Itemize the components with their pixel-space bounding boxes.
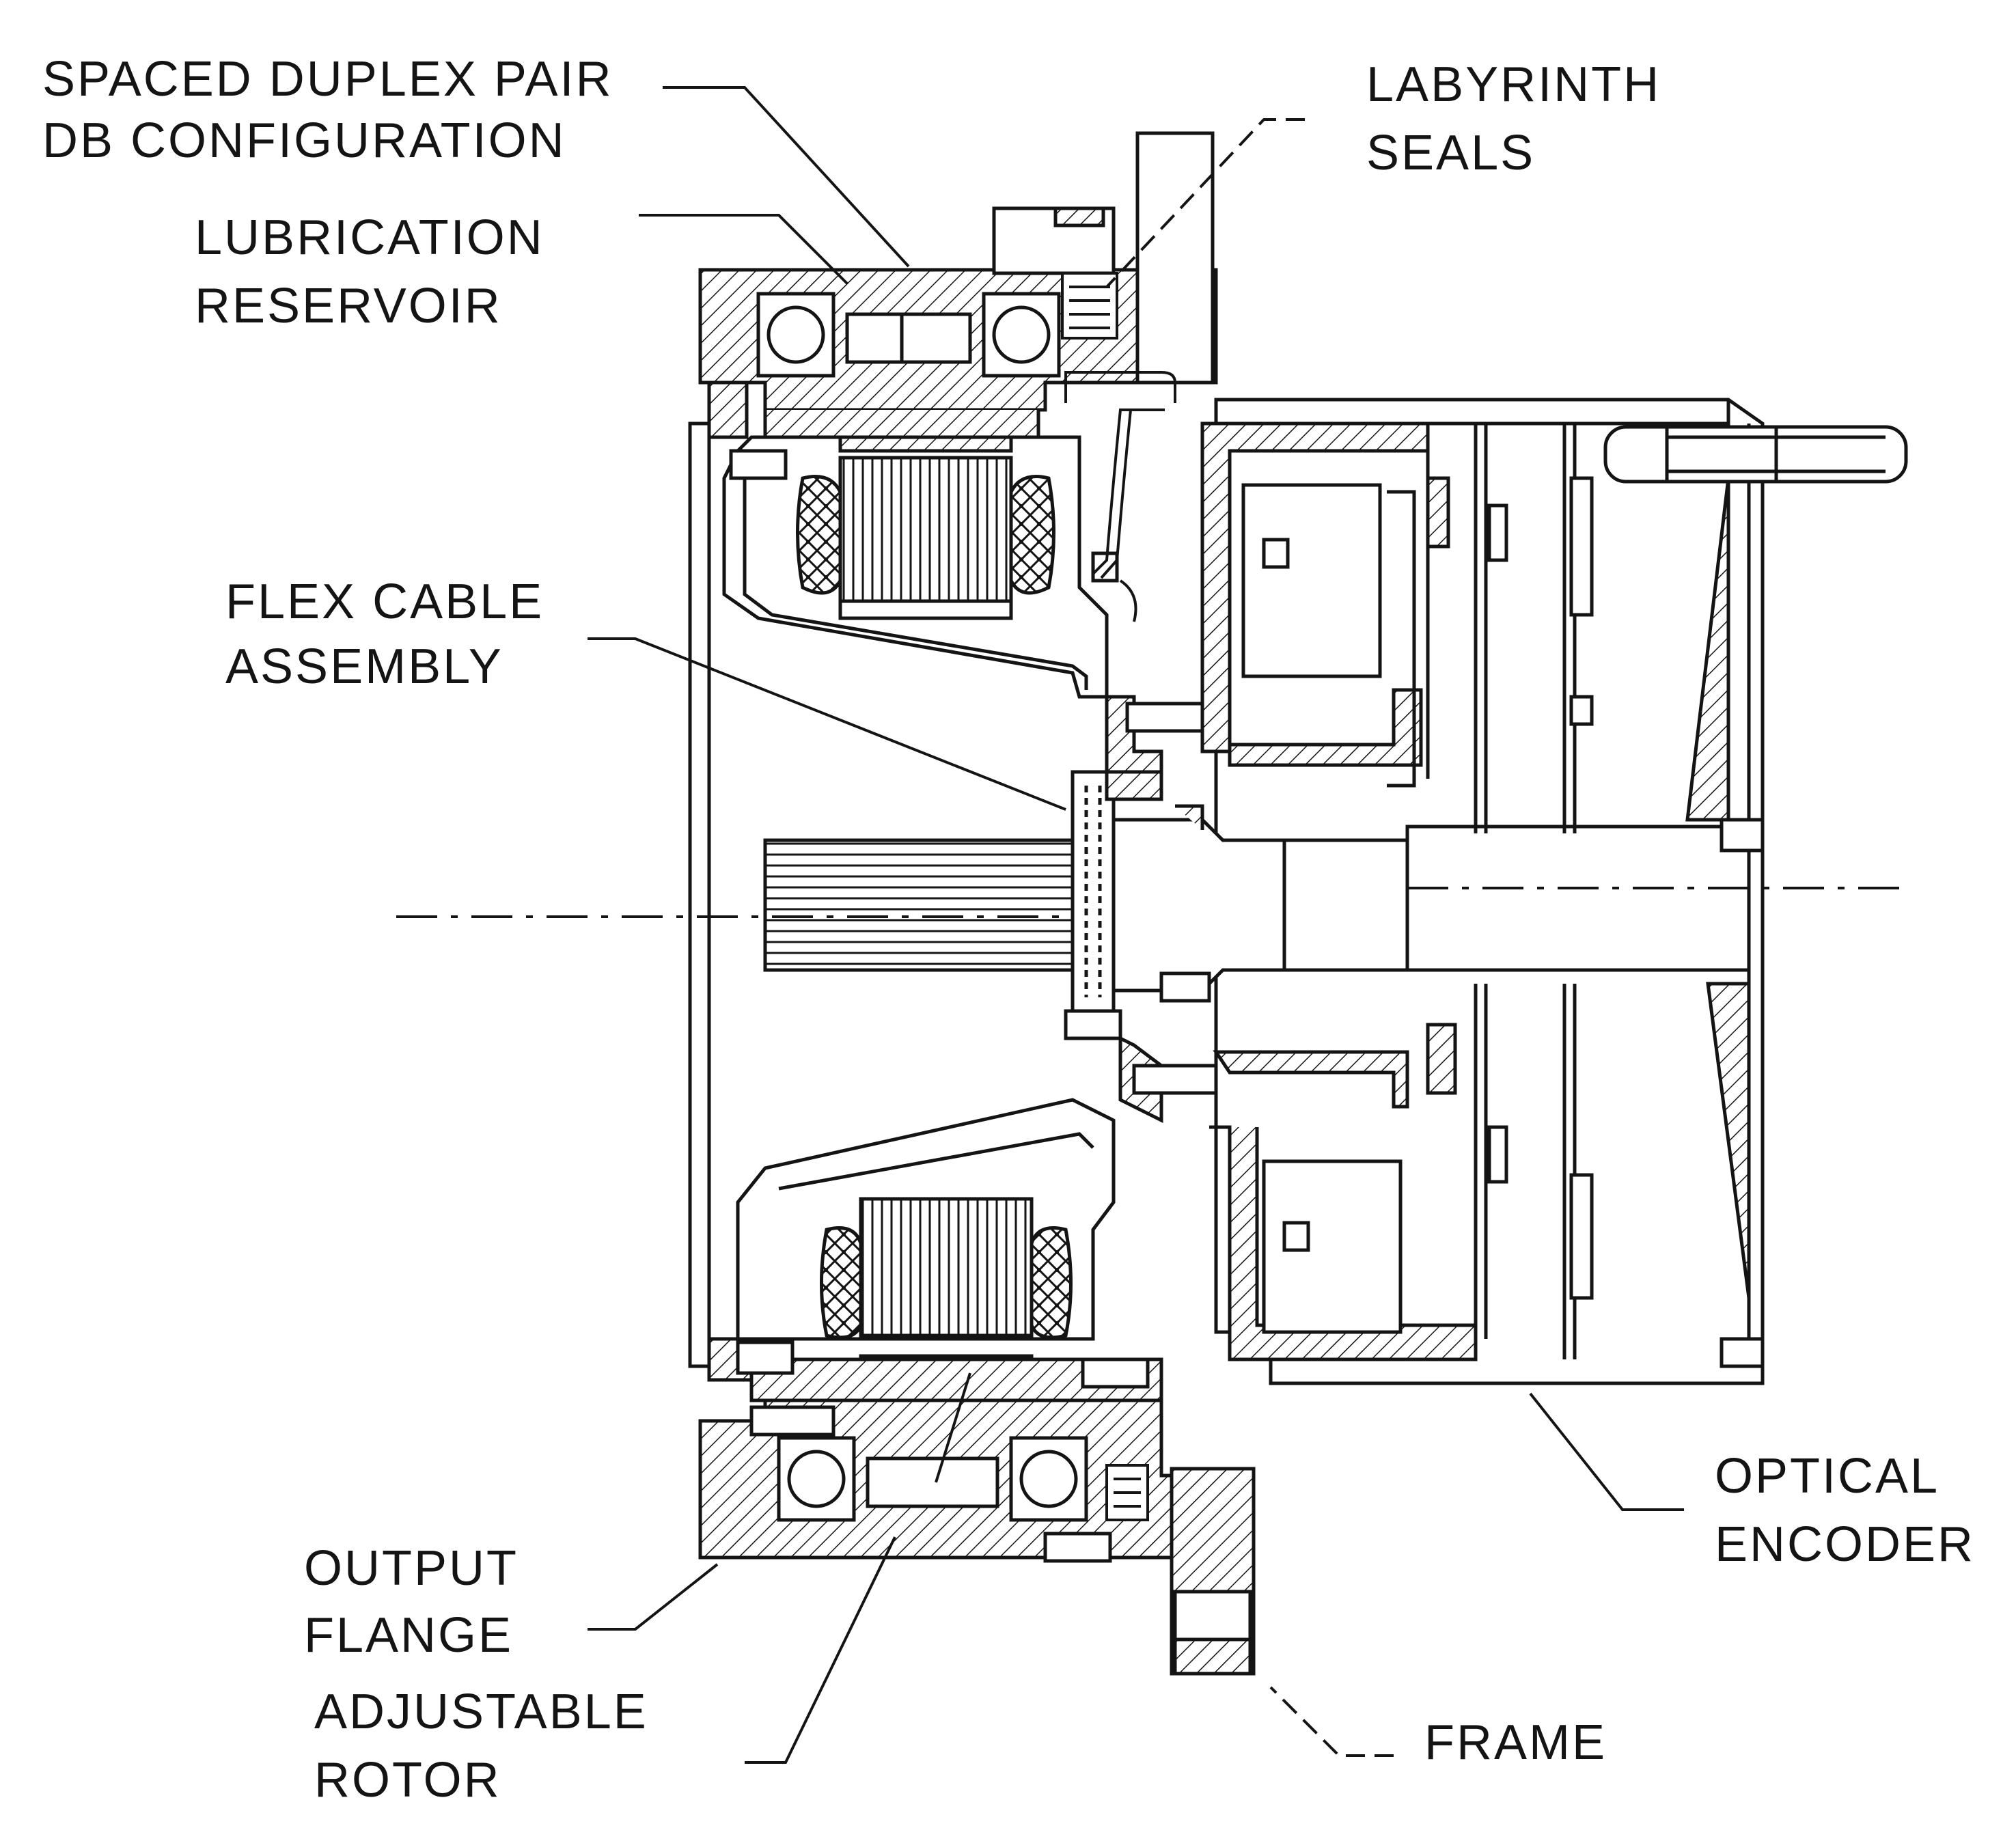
output-shaft-stub xyxy=(1603,425,1908,484)
leader-adjustable-rotor-arrow xyxy=(935,1372,971,1483)
callout-flex-cable-assembly: FLEX CABLE ASSEMBLY xyxy=(225,575,544,694)
leader-lines xyxy=(588,86,1684,1764)
callout-frame: FRAME xyxy=(1424,1715,1607,1770)
label-labyrinth-seals-line1: LABYRINTH xyxy=(1366,57,1661,112)
labyrinth-seals xyxy=(1061,272,1149,1521)
leader-flex-cable-assembly xyxy=(588,637,1066,811)
callout-output-flange: OUTPUT FLANGE xyxy=(304,1541,519,1663)
label-adjustable-rotor-line2: ROTOR xyxy=(314,1753,501,1808)
lower-motor-section xyxy=(736,1098,1163,1563)
label-adjustable-rotor-line1: ADJUSTABLE xyxy=(314,1685,648,1739)
lower-duplex-bearing-pair xyxy=(777,1436,1088,1522)
label-optical-encoder-line2: ENCODER xyxy=(1715,1517,1975,1572)
label-output-flange-line2: FLANGE xyxy=(304,1608,513,1663)
flex-cable xyxy=(1064,371,1176,622)
label-optical-encoder-line1: OPTICAL xyxy=(1715,1449,1939,1504)
callout-optical-encoder: OPTICAL ENCODER xyxy=(1715,1449,1975,1572)
leader-optical-encoder xyxy=(1529,1392,1684,1511)
leader-frame xyxy=(1269,1686,1394,1757)
upper-motor-section xyxy=(722,410,1119,699)
label-frame: FRAME xyxy=(1424,1715,1607,1770)
central-shaft xyxy=(396,770,1899,1040)
callout-lubrication-reservoir: LUBRICATION RESERVOIR xyxy=(195,210,544,333)
leader-lubrication-reservoir xyxy=(639,214,848,285)
label-flex-cable-assembly-line1: FLEX CABLE xyxy=(225,575,544,629)
leader-output-flange xyxy=(588,1563,719,1631)
callout-adjustable-rotor: ADJUSTABLE ROTOR xyxy=(314,1685,648,1808)
label-spaced-duplex-pair-line1: SPACED DUPLEX PAIR xyxy=(42,52,613,107)
label-lubrication-reservoir-line2: RESERVOIR xyxy=(195,279,502,333)
callout-spaced-duplex-pair: SPACED DUPLEX PAIR DB CONFIGURATION xyxy=(42,52,613,168)
leader-spaced-duplex-pair xyxy=(663,86,910,268)
leader-adjustable-rotor xyxy=(745,1536,896,1764)
callout-labyrinth-seals: LABYRINTH SEALS xyxy=(1366,57,1661,180)
leader-labyrinth-seals xyxy=(1105,118,1305,288)
hub-web xyxy=(1105,695,1218,1124)
optical-encoder-internals xyxy=(1200,421,1765,1368)
label-flex-cable-assembly-line2: ASSEMBLY xyxy=(225,639,503,694)
label-output-flange-line1: OUTPUT xyxy=(304,1541,519,1596)
upper-duplex-bearing-pair xyxy=(756,292,1061,378)
label-labyrinth-seals-line2: SEALS xyxy=(1366,126,1535,180)
label-spaced-duplex-pair-line2: DB CONFIGURATION xyxy=(42,113,566,168)
label-lubrication-reservoir-line1: LUBRICATION xyxy=(195,210,544,265)
